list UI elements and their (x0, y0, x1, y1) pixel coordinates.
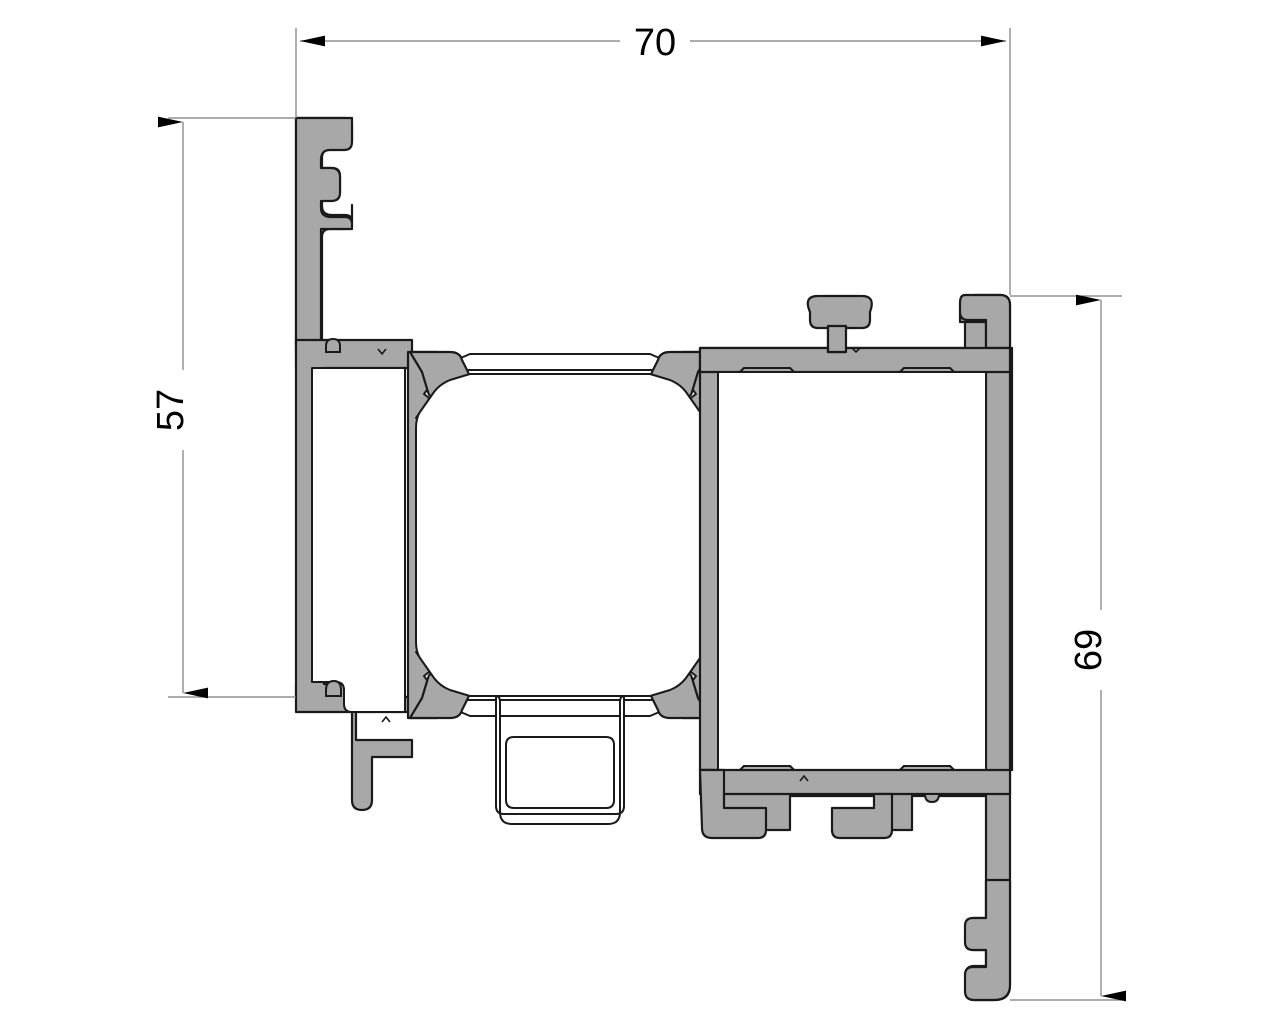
drainage-channel-void (505, 736, 615, 809)
right-top-hook (958, 293, 1012, 350)
dimension-69-group: 69 (1010, 294, 1126, 1002)
left-wing-outer-wall (294, 116, 354, 347)
right-bottom-hook (963, 878, 1012, 1002)
bottom-slab-notch-nub (923, 793, 941, 804)
top-t-fin (806, 294, 873, 354)
top-t-fin-stem (826, 324, 848, 354)
bottom-hook-middle (830, 792, 894, 840)
bottom-hook-left (698, 768, 768, 840)
top-slab-nub-left (737, 367, 797, 373)
bottom-slab-nub-left (737, 765, 797, 771)
left-slab-dimple (377, 348, 387, 356)
left-chamber-void (311, 367, 406, 713)
dimension-label-69: 69 (1068, 629, 1110, 671)
bottom-slab-nub-right (897, 765, 957, 771)
left-chamber-bottom-nub (325, 679, 342, 697)
dimension-70-group: 70 (295, 22, 1011, 295)
aluminium-profile-geometry (294, 116, 1014, 1002)
top-slab-dimple (851, 347, 861, 354)
right-bottom-dimple (799, 774, 809, 782)
top-slab-nub-right (897, 367, 957, 373)
left-lower-slab-dimple (381, 715, 391, 723)
dimension-label-70: 70 (634, 22, 676, 64)
right-chamber-top-slab (698, 346, 1012, 374)
right-chamber-bottom-slab (698, 768, 1012, 796)
dimension-57-group: 57 (150, 116, 296, 699)
left-chamber-top-nub (325, 337, 341, 353)
dimension-label-57: 57 (150, 389, 192, 431)
right-chamber-void (717, 367, 987, 771)
centre-chamber-void (415, 373, 705, 697)
